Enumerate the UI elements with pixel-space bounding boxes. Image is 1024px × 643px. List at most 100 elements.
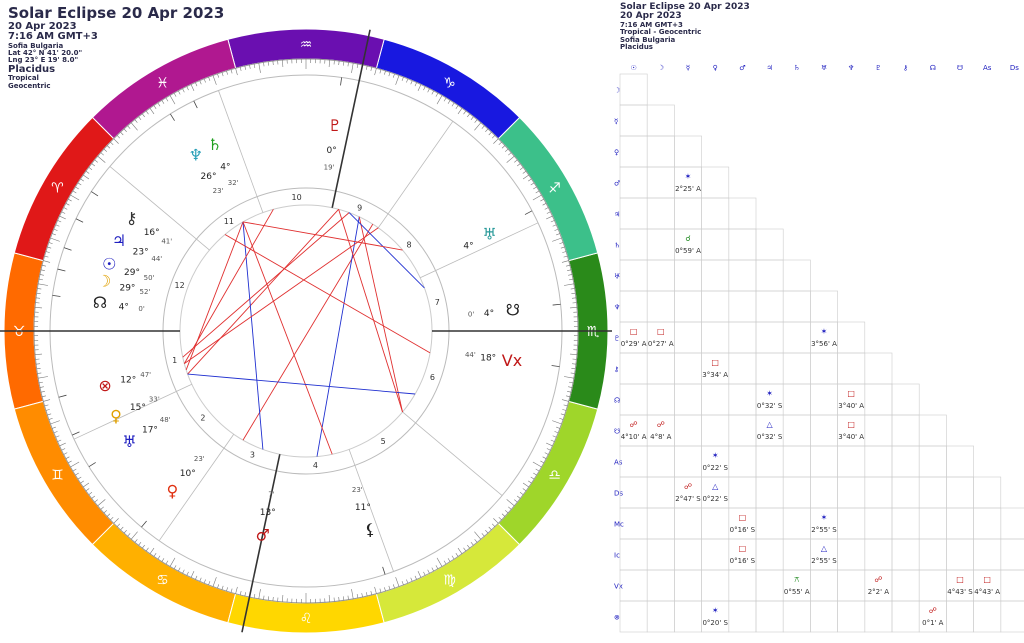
degree-tick [485, 128, 489, 133]
house-number: 5 [381, 437, 386, 446]
planet-minutes: 47' [140, 371, 151, 379]
aspect-orb: 2°2' A [868, 588, 890, 596]
degree-tick [561, 260, 569, 263]
degree-tick [556, 426, 561, 429]
house-cusp-line [402, 411, 503, 496]
degree-tick [522, 170, 527, 174]
degree-tick [239, 67, 242, 72]
degree-tick [514, 499, 518, 503]
planet-minutes: 48' [160, 416, 171, 424]
house-cusp-line [109, 166, 210, 251]
degree-tick [384, 587, 386, 592]
aspect-orb: 3°56' A [811, 340, 837, 348]
aspect-glyph: □ [657, 327, 665, 336]
aspect-orb: 2°55' S [811, 526, 837, 534]
planet-minutes: 41' [161, 238, 172, 246]
planet-minutes: 44' [151, 255, 162, 263]
planet-position-tick [63, 247, 72, 251]
grid-row-header: Mc [614, 521, 624, 529]
degree-tick [546, 448, 551, 451]
degree-tick [100, 506, 104, 510]
grid-cell [918, 445, 947, 478]
degree-tick [38, 381, 43, 384]
chart-place: Sofia Bulgaria [8, 41, 64, 50]
grid-cell [701, 538, 730, 571]
degree-tick [217, 584, 220, 589]
grid-cell [674, 507, 702, 540]
degree-tick [552, 435, 557, 438]
grid-cell [646, 166, 675, 199]
planet-minutes: 50' [144, 274, 155, 282]
grid-cell [619, 476, 648, 509]
aspect-glyph: □ [847, 389, 855, 398]
degree-tick [370, 590, 373, 595]
degree-tick [567, 390, 572, 393]
degree-tick [504, 510, 509, 514]
grid-row-header: ♂ [614, 180, 620, 188]
aspect-line [185, 221, 244, 371]
grid-cell [891, 476, 920, 509]
degree-tick [406, 579, 409, 584]
grid-cell [864, 383, 893, 416]
degree-tick [519, 492, 524, 495]
degree-tick [351, 588, 354, 599]
planet-glyph-venus2: ♀ [166, 481, 178, 500]
degree-tick [38, 283, 49, 286]
grid-cell [837, 507, 866, 540]
grid-cell [619, 259, 648, 292]
degree-tick [517, 495, 521, 499]
aspect-line [224, 234, 431, 354]
degree-tick [45, 251, 50, 253]
degree-tick [550, 220, 555, 223]
degree-tick [53, 431, 58, 434]
house-number: 3 [250, 450, 255, 459]
degree-tick [563, 283, 574, 286]
degree-tick [528, 178, 532, 182]
aspect-orb: 4°43' S [947, 588, 973, 596]
degree-tick [40, 269, 45, 272]
degree-tick [267, 61, 269, 66]
degree-tick [110, 516, 114, 521]
degree-tick [501, 145, 506, 149]
grid-cell [837, 352, 866, 385]
aspect-glyph: ✶ [685, 172, 692, 181]
degree-tick [182, 569, 185, 574]
degree-tick [542, 456, 547, 459]
degree-tick [42, 264, 47, 267]
grid-cell [782, 445, 811, 478]
degree-tick [134, 119, 138, 123]
aspect-glyph: ✶ [821, 513, 828, 522]
grid-col-header: ♀ [713, 64, 718, 72]
degree-tick [535, 468, 540, 472]
degree-tick [493, 518, 499, 524]
grid-cell [1000, 600, 1024, 633]
degree-tick [395, 75, 400, 85]
planet-degree: 15° [130, 403, 146, 413]
degree-tick [392, 584, 395, 589]
degree-tick [552, 420, 562, 425]
grid-cell [782, 538, 811, 571]
degree-tick [563, 376, 574, 379]
degree-tick [263, 595, 265, 600]
grid-cell [674, 135, 702, 168]
sign-glyph-scorpio: ♏ [587, 324, 600, 340]
degree-tick [540, 198, 545, 202]
grid-cell [674, 600, 702, 633]
degree-tick [443, 560, 447, 565]
planet-minutes: 52' [140, 288, 151, 296]
aspect-orb: 0°32' S [757, 402, 783, 410]
planet-minutes: 0' [468, 311, 474, 319]
grid-cell [1000, 569, 1024, 602]
grid-cell [646, 104, 675, 137]
chart-title: Solar Eclipse 20 Apr 2023 [8, 4, 225, 22]
sign-glyph-sagittarius: ♐ [548, 181, 561, 197]
degree-tick [249, 64, 251, 69]
degree-tick [571, 368, 576, 370]
degree-tick [474, 119, 478, 123]
house-cusp-line [73, 383, 192, 440]
degree-tick [72, 190, 77, 194]
aspect-orb: 4°10' A [621, 433, 647, 441]
degree-tick [116, 523, 121, 527]
grid-col-header: ☊ [930, 64, 936, 72]
grid-col-header: ♄ [794, 64, 800, 72]
